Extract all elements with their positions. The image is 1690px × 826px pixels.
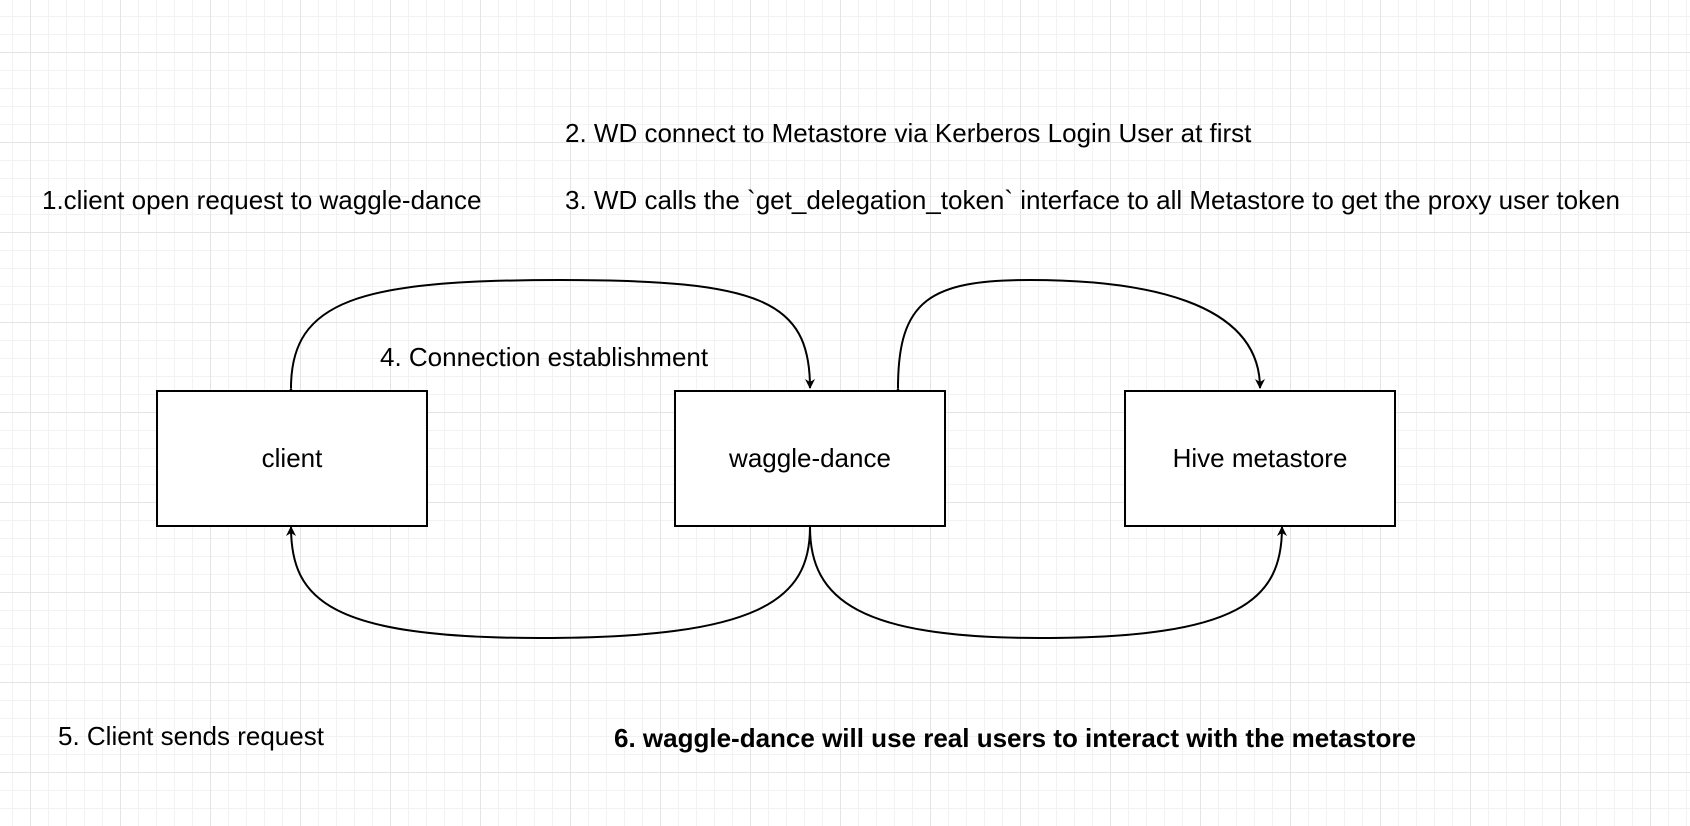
step3-label: 3. WD calls the `get_delegation_token` i…: [565, 185, 1621, 215]
node-hive-metastore: Hive metastore: [1124, 390, 1396, 527]
step6-label: 6. waggle-dance will use real users to i…: [614, 723, 1416, 753]
edge-waggle-hive-bottom: [809, 526, 1287, 640]
node-hive-metastore-label: Hive metastore: [1172, 443, 1348, 473]
edge-waggle-client-bottom: [286, 526, 811, 640]
step5-label: 5. Client sends request: [58, 721, 324, 751]
node-client-label: client: [261, 443, 323, 473]
node-client: client: [156, 390, 428, 527]
node-waggle-dance-label: waggle-dance: [729, 443, 891, 473]
edge-waggle-hive-top: [892, 278, 1265, 398]
edge-client-waggle-top: [285, 278, 815, 398]
step1-label: 1.client open request to waggle-dance: [42, 185, 482, 215]
step2-label: 2. WD connect to Metastore via Kerberos …: [565, 118, 1252, 148]
node-waggle-dance: waggle-dance: [674, 390, 946, 527]
step4-label: 4. Connection establishment: [380, 342, 709, 372]
